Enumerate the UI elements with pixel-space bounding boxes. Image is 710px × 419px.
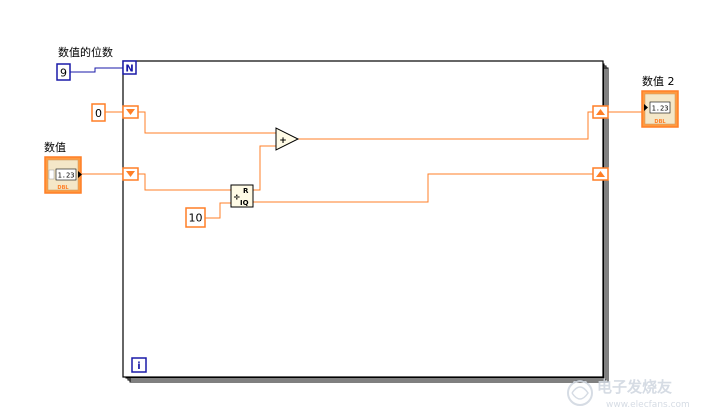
output-label: 数值 2	[642, 75, 675, 88]
wire-divisor-to-qr[interactable]	[205, 202, 231, 219]
iteration-terminal[interactable]: i	[131, 357, 147, 373]
wire-sr-bottom-to-qr[interactable]	[138, 173, 231, 191]
divisor-constant[interactable]: 10	[185, 207, 206, 228]
divisor-constant-value: 10	[189, 212, 203, 225]
init-constant[interactable]: 0	[91, 103, 106, 122]
shift-register-right-top[interactable]	[592, 105, 609, 119]
shift-up-icon	[596, 109, 605, 115]
input-display: 1.23	[58, 172, 75, 180]
output-type: DBL	[654, 119, 666, 125]
output-arrow-icon	[644, 104, 648, 111]
output-display: 1.23	[652, 105, 669, 113]
shift-register-left-top[interactable]	[122, 105, 139, 119]
wire-sr-top-to-add[interactable]	[138, 111, 276, 134]
wire-add-to-sr[interactable]	[298, 111, 593, 140]
for-loop-frame	[122, 60, 604, 378]
count-constant[interactable]: 9	[56, 63, 71, 81]
init-constant-value: 0	[95, 107, 102, 120]
output-indicator[interactable]: 1.23 DBL	[641, 90, 679, 128]
input-type: DBL	[57, 185, 69, 191]
watermark-site-name: 电子发烧友	[597, 378, 672, 396]
watermark-logo-swirl	[571, 386, 589, 400]
count-wire[interactable]	[70, 67, 123, 73]
watermark: 电子发烧友 www.elecfans.com	[567, 378, 690, 410]
add-function[interactable]: +	[275, 127, 300, 151]
input-arrow-icon	[78, 171, 82, 178]
qr-remainder-label: R	[243, 187, 249, 195]
count-label: 数值的位数	[58, 45, 113, 59]
count-terminal[interactable]: N	[122, 60, 137, 75]
divide-icon: ÷	[233, 193, 241, 203]
wire-remainder-to-add[interactable]	[253, 145, 276, 191]
shift-down-icon	[126, 171, 135, 177]
qr-iq-label: IQ	[240, 199, 249, 207]
iteration-terminal-label: i	[137, 361, 140, 372]
add-symbol: +	[279, 136, 287, 146]
input-spin-icon	[48, 169, 55, 180]
input-control[interactable]: 1.23 DBL	[44, 156, 82, 194]
shift-down-icon	[126, 109, 135, 115]
shift-register-right-bottom[interactable]	[592, 167, 609, 181]
watermark-site-url: www.elecfans.com	[606, 400, 690, 410]
shift-register-left-bottom[interactable]	[122, 167, 139, 181]
count-terminal-label: N	[125, 64, 133, 75]
count-constant-value: 9	[60, 67, 67, 80]
quotient-remainder-function[interactable]: ÷ R IQ	[230, 184, 254, 208]
input-label: 数值	[44, 141, 66, 154]
watermark-logo-icon	[567, 380, 593, 406]
shift-up-icon	[596, 171, 605, 177]
wire-quotient-to-sr[interactable]	[253, 173, 593, 203]
